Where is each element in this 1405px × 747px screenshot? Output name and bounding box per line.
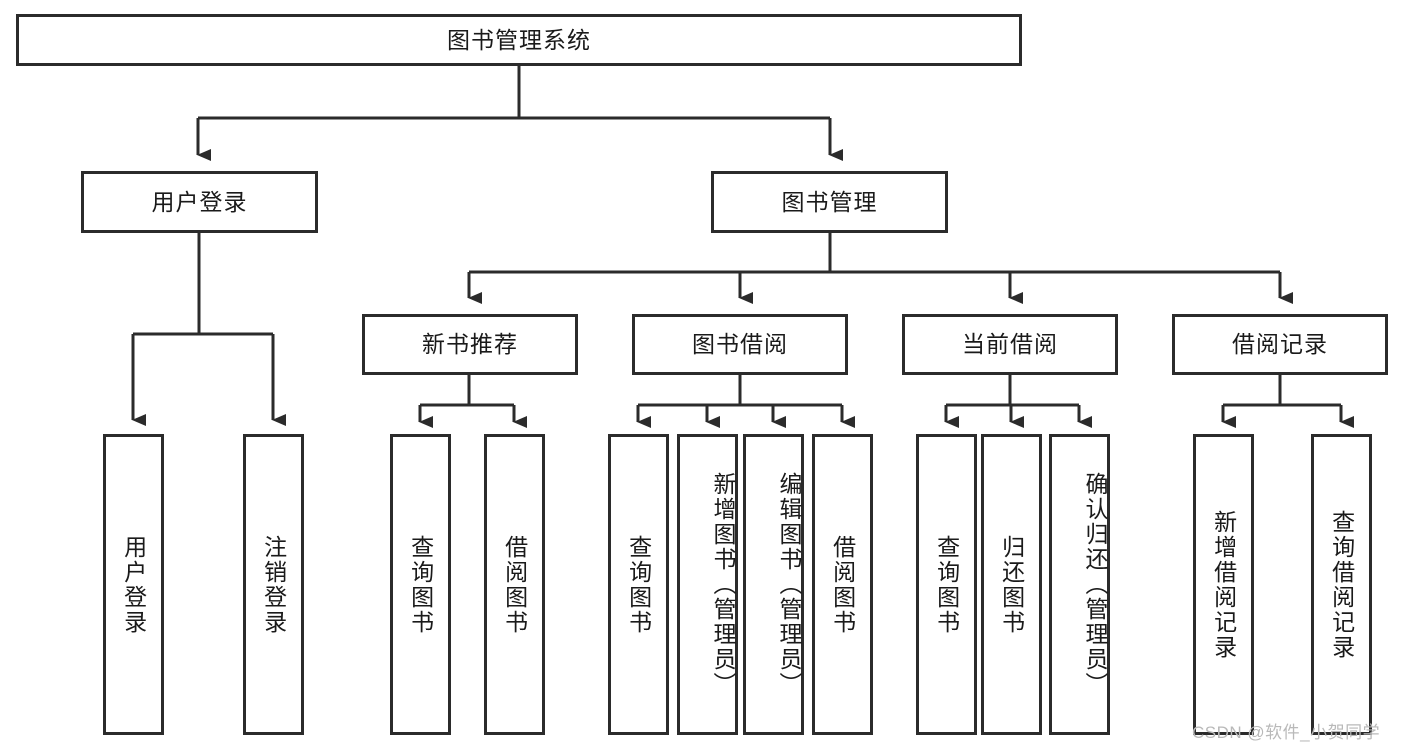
node-leaf-edit-book[interactable]: 编辑图书（管理员） — [743, 434, 804, 735]
watermark: CSDN @软件_小贺同学 — [1192, 718, 1380, 743]
node-leaf-query-book-1[interactable]: 查询图书 — [390, 434, 451, 735]
node-user-login-label: 用户登录 — [151, 188, 248, 215]
node-borrow-record[interactable]: 借阅记录 — [1172, 314, 1388, 375]
node-book-borrow-label: 图书借阅 — [692, 331, 788, 358]
node-leaf-add-record-label: 新增借阅记录 — [1210, 509, 1237, 660]
node-leaf-borrow-book-2-label: 借阅图书 — [829, 534, 856, 635]
node-leaf-query-record-label: 查询借阅记录 — [1328, 509, 1355, 660]
node-new-book-recommend-label: 新书推荐 — [422, 331, 518, 358]
node-leaf-query-book-3-label: 查询图书 — [933, 534, 960, 635]
node-leaf-query-book-2[interactable]: 查询图书 — [608, 434, 669, 735]
node-leaf-query-book-3[interactable]: 查询图书 — [916, 434, 977, 735]
node-leaf-query-book-2-label: 查询图书 — [625, 534, 652, 635]
node-leaf-return-book[interactable]: 归还图书 — [981, 434, 1042, 735]
node-leaf-borrow-book-1-label: 借阅图书 — [501, 534, 528, 635]
node-current-borrow[interactable]: 当前借阅 — [902, 314, 1118, 375]
node-leaf-add-record[interactable]: 新增借阅记录 — [1193, 434, 1254, 735]
node-leaf-borrow-book-1[interactable]: 借阅图书 — [484, 434, 545, 735]
node-leaf-confirm-return[interactable]: 确认归还（管理员） — [1049, 434, 1110, 735]
node-leaf-logout-login[interactable]: 注销登录 — [243, 434, 304, 735]
node-leaf-logout-login-label: 注销登录 — [260, 534, 287, 635]
node-root[interactable]: 图书管理系统 — [16, 14, 1022, 66]
node-leaf-borrow-book-2[interactable]: 借阅图书 — [812, 434, 873, 735]
node-current-borrow-label: 当前借阅 — [962, 331, 1058, 358]
node-leaf-query-record[interactable]: 查询借阅记录 — [1311, 434, 1372, 735]
node-root-label: 图书管理系统 — [447, 26, 591, 53]
node-leaf-edit-book-label: 编辑图书（管理员） — [776, 472, 802, 697]
node-leaf-return-book-label: 归还图书 — [998, 534, 1025, 635]
node-leaf-user-login[interactable]: 用户登录 — [103, 434, 164, 735]
node-leaf-confirm-return-label: 确认归还（管理员） — [1082, 472, 1108, 697]
node-leaf-add-book-label: 新增图书（管理员） — [710, 472, 736, 697]
node-book-borrow[interactable]: 图书借阅 — [632, 314, 848, 375]
node-leaf-add-book[interactable]: 新增图书（管理员） — [677, 434, 738, 735]
watermark-text: CSDN @软件_小贺同学 — [1192, 723, 1381, 742]
node-book-management[interactable]: 图书管理 — [711, 171, 948, 233]
node-leaf-user-login-label: 用户登录 — [120, 534, 147, 635]
node-book-management-label: 图书管理 — [781, 188, 878, 215]
node-user-login[interactable]: 用户登录 — [81, 171, 318, 233]
node-leaf-query-book-1-label: 查询图书 — [407, 534, 434, 635]
node-borrow-record-label: 借阅记录 — [1232, 331, 1328, 358]
node-new-book-recommend[interactable]: 新书推荐 — [362, 314, 578, 375]
